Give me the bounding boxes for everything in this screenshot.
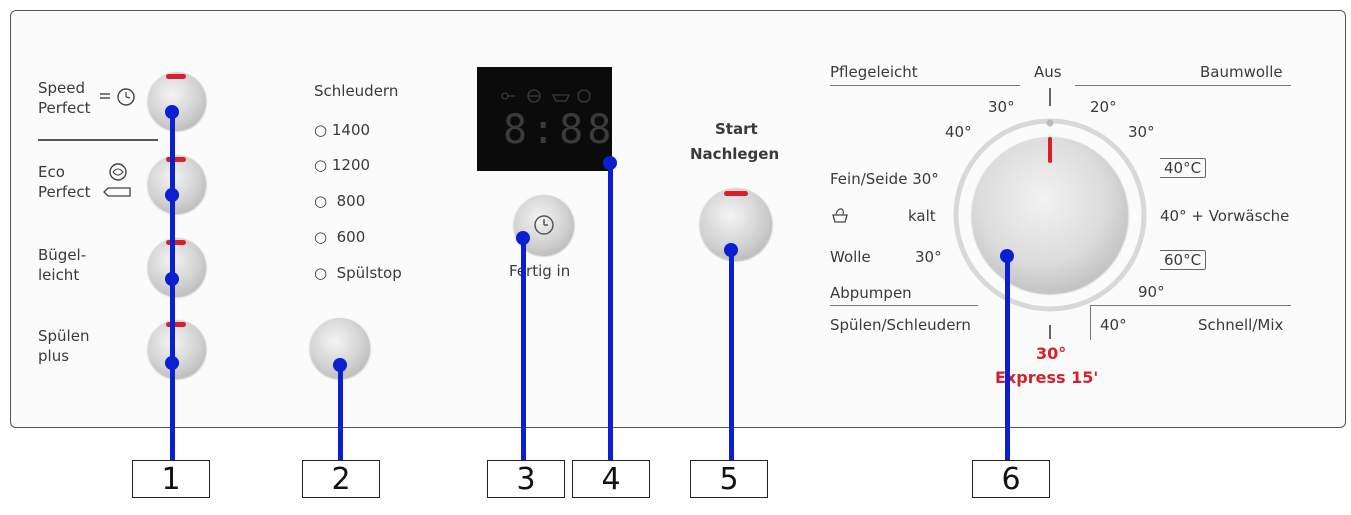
callout-dot-1d [165, 356, 179, 370]
speed-perfect-button[interactable] [148, 72, 206, 130]
callout-line-2 [338, 365, 343, 460]
lcd-display: 8:88 [477, 67, 612, 171]
program-vorwaesche: 40° + Vorwäsche [1160, 207, 1290, 225]
divider-line [38, 139, 158, 141]
nachlegen-label: Nachlegen [690, 145, 780, 163]
callout-label-1: 1 [132, 460, 210, 498]
callout-dot-1a [165, 105, 179, 119]
temp-30-right: 30° [1128, 123, 1155, 141]
callout-label-5: 5 [690, 460, 768, 498]
program-abpumpen: Abpumpen [830, 284, 912, 302]
temp-40c-tag: 40°C [1160, 158, 1207, 178]
display-status-icons [501, 89, 591, 103]
aus-tick [1049, 88, 1051, 106]
temp-60c-tag: 60°C [1160, 250, 1207, 270]
callout-dot-5 [724, 243, 738, 257]
callout-line-5 [729, 250, 734, 460]
line-bottom-right-vert [1090, 305, 1092, 340]
callout-dot-4 [603, 156, 617, 170]
temp-40-left: 40° [945, 123, 972, 141]
callout-dot-3 [516, 231, 530, 245]
spuelen-plus-button[interactable] [148, 320, 206, 378]
callout-dot-2 [333, 358, 347, 372]
callout-dot-6 [1000, 249, 1014, 263]
speed-clock-icon [100, 88, 135, 106]
callout-label-3: 3 [487, 460, 565, 498]
express-tick [1049, 325, 1051, 339]
line-bottom-left [830, 305, 978, 307]
callout-label-4: 4 [572, 460, 650, 498]
hand-wash-icon [832, 208, 848, 223]
buegel-leicht-button[interactable] [148, 238, 206, 296]
callout-line-4 [608, 163, 613, 460]
eco-leaf-icon [103, 163, 131, 197]
display-digits: 8:88 [503, 107, 616, 153]
callout-label-2: 2 [302, 460, 380, 498]
start-label: Start [715, 120, 758, 138]
program-spuelen-schleudern: Spülen/Schleudern [830, 316, 971, 334]
eco-perfect-button[interactable] [148, 155, 206, 213]
spin-option-1200: ○ 1200 [314, 156, 371, 174]
callout-dot-1c [165, 272, 179, 286]
program-wolle: Wolle [830, 248, 871, 266]
timer-label: Fertig in [509, 262, 571, 280]
program-aus: Aus [1034, 63, 1062, 81]
callout-label-6: 6 [972, 460, 1050, 498]
line-top-right [1075, 85, 1291, 87]
callout-line-3 [521, 238, 526, 460]
program-pflegeleicht: Pflegeleicht [830, 63, 918, 81]
temp-30-left: 30° [988, 98, 1015, 116]
wolle-temp: 30° [915, 248, 942, 266]
line-top-left [830, 85, 1020, 87]
temp-20-right: 20° [1090, 98, 1117, 116]
line-bottom-right [1090, 305, 1291, 307]
program-kalt: kalt [908, 207, 936, 225]
temp-40-bottom: 40° [1100, 316, 1127, 334]
spin-option-1400: ○ 1400 [314, 121, 371, 139]
dial-indicator [1048, 137, 1052, 163]
express-temp: 30° [1036, 344, 1067, 363]
spin-option-800: ○ 800 [314, 192, 366, 210]
express-label: Express 15' [995, 368, 1099, 387]
program-baumwolle: Baumwolle [1200, 63, 1283, 81]
spin-title: Schleudern [314, 82, 399, 100]
callout-dot-1b [165, 188, 179, 202]
clock-icon [534, 215, 554, 235]
temp-90: 90° [1138, 283, 1165, 301]
program-schnell-mix: Schnell/Mix [1198, 316, 1284, 334]
spin-option-600: ○ 600 [314, 228, 366, 246]
spin-option-spuelstop: ○ Spülstop [314, 264, 402, 282]
dial-ring [953, 118, 1147, 312]
callout-line-6 [1005, 256, 1010, 460]
program-fein-seide: Fein/Seide 30° [830, 170, 939, 188]
program-dial-knob[interactable] [972, 137, 1128, 293]
buegel-leicht-label: Bügel-leicht [38, 246, 87, 284]
